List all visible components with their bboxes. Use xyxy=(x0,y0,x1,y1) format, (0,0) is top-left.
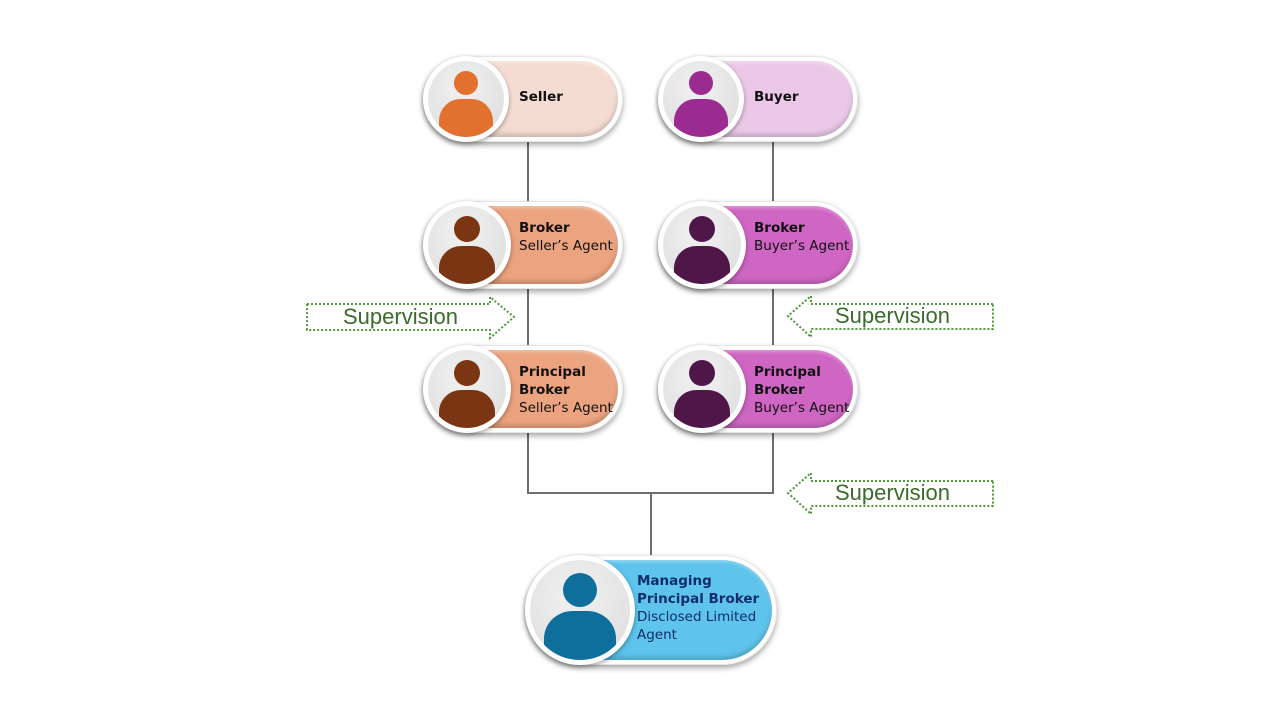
buyer-broker-title: Broker xyxy=(754,220,805,236)
person-icon xyxy=(454,360,480,386)
person-icon xyxy=(454,216,480,242)
buyer-principal-broker-node: Principal Broker Buyer’s Agent xyxy=(658,345,858,433)
supervision-label-right-upper: Supervision xyxy=(835,303,950,328)
person-icon xyxy=(689,71,713,95)
buyer-broker-subtitle: Buyer’s Agent xyxy=(754,238,850,254)
managing-principal-broker-node: Managing Principal Broker Disclosed Limi… xyxy=(525,555,777,665)
person-icon xyxy=(689,360,715,386)
supervision-arrow-left xyxy=(306,294,516,341)
seller-principal-title-line2: Broker xyxy=(519,382,570,398)
seller-principal-title-line1: Principal xyxy=(519,364,586,380)
seller-principal-subtitle: Seller’s Agent xyxy=(519,400,613,416)
buyer-node: Buyer xyxy=(658,56,858,142)
person-icon xyxy=(689,216,715,242)
person-icon xyxy=(454,71,478,95)
managing-subtitle-line1: Disclosed Limited xyxy=(637,609,757,625)
supervision-arrow-right-lower xyxy=(786,470,994,517)
buyer-broker-node: Broker Buyer’s Agent xyxy=(658,201,858,289)
managing-title-line2: Principal Broker xyxy=(637,591,760,607)
seller-broker-subtitle: Seller’s Agent xyxy=(519,238,613,254)
buyer-principal-subtitle: Buyer’s Agent xyxy=(754,400,850,416)
buyer-principal-title-line1: Principal xyxy=(754,364,821,380)
person-icon xyxy=(563,573,597,607)
buyer-title: Buyer xyxy=(754,89,799,105)
seller-broker-title: Broker xyxy=(519,220,570,236)
seller-node: Seller xyxy=(423,56,623,142)
managing-title-line1: Managing xyxy=(637,573,712,589)
supervision-label-right-lower: Supervision xyxy=(835,480,950,505)
seller-broker-node: Broker Seller’s Agent xyxy=(423,201,623,289)
seller-principal-broker-node: Principal Broker Seller’s Agent xyxy=(423,345,623,433)
buyer-principal-title-line2: Broker xyxy=(754,382,805,398)
seller-title: Seller xyxy=(519,89,563,105)
managing-subtitle-line2: Agent xyxy=(637,627,677,643)
supervision-label-left: Supervision xyxy=(343,304,458,329)
supervision-arrow-right-upper xyxy=(786,293,994,340)
connector-principals-to-managing xyxy=(527,432,774,494)
